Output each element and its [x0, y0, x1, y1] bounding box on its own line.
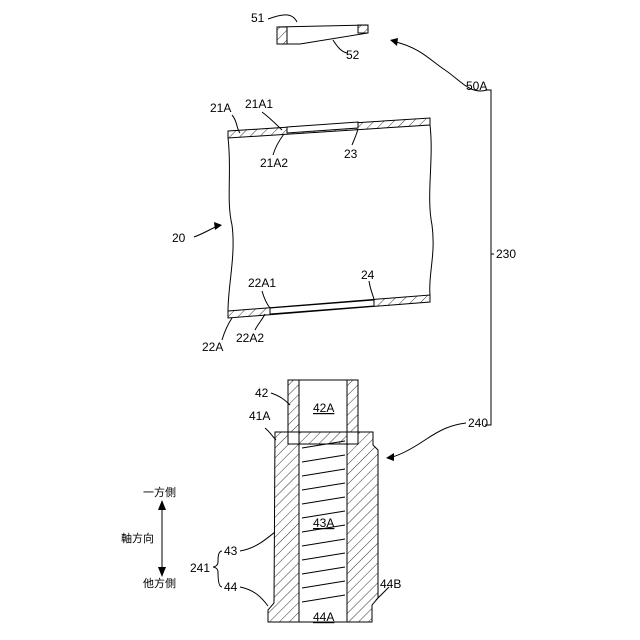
legend-one-side: 一方側: [143, 485, 176, 499]
legend-other-side: 他方側: [143, 576, 176, 590]
leader-43: [240, 532, 275, 551]
label-43A: 43A: [313, 516, 334, 530]
label-42: 42: [255, 386, 269, 400]
leader-22A: [222, 318, 232, 340]
axis-arrow-down: [158, 567, 166, 577]
label-22A2: 22A2: [236, 331, 264, 345]
label-43: 43: [224, 544, 238, 558]
label-42A: 42A: [313, 401, 334, 415]
axis-arrow-up: [158, 500, 166, 510]
direction-legend: [158, 500, 166, 577]
leader-20: [194, 226, 218, 237]
part-20: [194, 112, 433, 340]
lower-wall-window-24: [270, 300, 374, 314]
label-50A: 50A: [466, 79, 487, 93]
leader-44: [240, 587, 268, 606]
leader-22A1: [262, 291, 270, 308]
leader-23: [352, 129, 358, 145]
leader-41A: [265, 428, 276, 440]
leader-22A2: [255, 314, 265, 330]
label-241: 241: [190, 561, 210, 575]
label-44B: 44B: [380, 577, 401, 591]
label-44: 44: [224, 580, 238, 594]
label-21A2: 21A2: [260, 156, 288, 170]
label-230: 230: [496, 247, 516, 261]
brace-241: [213, 551, 222, 587]
part-52-hatched-tip: [358, 25, 368, 33]
label-41A: 41A: [249, 409, 270, 423]
label-240: 240: [468, 416, 488, 430]
leader-21A1: [262, 112, 282, 130]
leader-240: [392, 423, 466, 457]
label-52: 52: [346, 48, 360, 62]
leader-51: [268, 15, 297, 22]
leader-42: [271, 393, 290, 405]
label-21A: 21A: [210, 101, 231, 115]
label-44A: 44A: [313, 610, 334, 624]
right-break-line: [430, 125, 433, 295]
part-52-body: [277, 25, 368, 44]
core-43A: [299, 444, 347, 622]
label-23: 23: [344, 147, 358, 161]
part-51-hatched-face: [277, 27, 287, 44]
leader-52: [333, 40, 347, 53]
label-22A: 22A: [202, 340, 223, 354]
leader-21A2: [273, 134, 284, 155]
arrow-20: [214, 222, 222, 230]
bracket-230: [485, 90, 491, 425]
legend-axial: 軸方向: [121, 531, 154, 545]
label-21A1: 21A1: [245, 97, 273, 111]
label-20: 20: [172, 231, 186, 245]
leader-24: [369, 281, 374, 299]
arrow-50A: [390, 38, 398, 46]
left-break-line: [228, 138, 233, 311]
label-24: 24: [361, 268, 375, 282]
label-51: 51: [251, 11, 265, 25]
part-50A: [268, 15, 487, 91]
label-22A1: 22A1: [248, 276, 276, 290]
arrow-240: [386, 453, 394, 461]
